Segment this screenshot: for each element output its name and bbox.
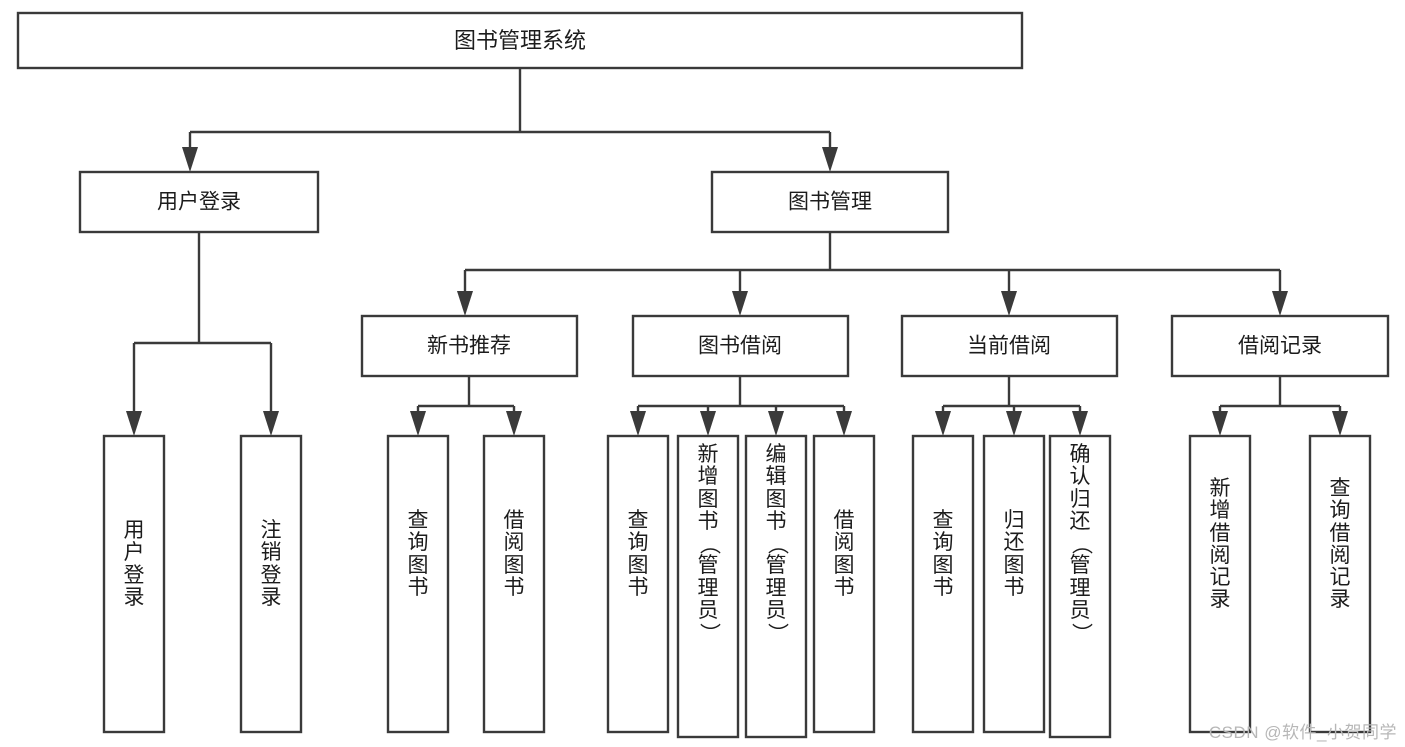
arrow-query-book-3 bbox=[935, 411, 951, 436]
node-book-manage-box bbox=[710, 170, 950, 234]
leaf-query-book-2-box[interactable] bbox=[606, 434, 670, 734]
node-borrow-record[interactable]: 借阅记录 bbox=[1170, 314, 1390, 378]
node-user-login-label: 用户登录 bbox=[157, 191, 241, 214]
node-book-manage[interactable]: 图书管理 bbox=[710, 170, 950, 234]
leaf-query-book-3-box[interactable] bbox=[911, 434, 975, 734]
arrow-query-record bbox=[1332, 411, 1348, 436]
connector-borrow-record-to-leaves bbox=[1212, 376, 1348, 436]
node-user-login[interactable]: 用户登录 bbox=[78, 170, 320, 234]
arrow-book-manage bbox=[822, 147, 838, 172]
node-current-borrow-box bbox=[900, 314, 1119, 378]
connector-user-login-to-leaves bbox=[126, 232, 279, 436]
arrow-edit-book bbox=[768, 411, 784, 436]
arrow-return-book bbox=[1006, 411, 1022, 436]
leaf-edit-book-box[interactable] bbox=[744, 434, 808, 739]
node-borrow-record-label: 借阅记录 bbox=[1238, 335, 1322, 358]
csdn-watermark: CSDN @软件_小贺同学 bbox=[1208, 723, 1397, 742]
leaf-return-book-box[interactable] bbox=[982, 434, 1046, 734]
arrow-borrow-record bbox=[1272, 291, 1288, 316]
leaf-logout-box[interactable] bbox=[239, 434, 303, 734]
arrow-borrow-book-2 bbox=[836, 411, 852, 436]
leaf-borrow-book-1-box[interactable] bbox=[482, 434, 546, 734]
node-book-borrow-box bbox=[631, 314, 850, 378]
leaf-confirm-return-box[interactable] bbox=[1048, 434, 1112, 739]
node-borrow-record-box bbox=[1170, 314, 1390, 378]
node-new-book-rec-label: 新书推荐 bbox=[427, 335, 511, 358]
arrow-query-book-1 bbox=[410, 411, 426, 436]
leaf-add-record-box[interactable] bbox=[1188, 434, 1252, 734]
arrow-query-book-2 bbox=[630, 411, 646, 436]
arrow-current-borrow bbox=[1001, 291, 1017, 316]
arrow-add-book bbox=[700, 411, 716, 436]
arrow-leaf-user-login bbox=[126, 411, 142, 436]
node-new-book-rec[interactable]: 新书推荐 bbox=[360, 314, 579, 378]
arrow-new-book-rec bbox=[457, 291, 473, 316]
leaf-borrow-book-2-box[interactable] bbox=[812, 434, 876, 734]
node-root-label: 图书管理系统 bbox=[454, 28, 586, 53]
leaf-query-record-box[interactable] bbox=[1308, 434, 1372, 734]
connector-book-borrow-to-leaves bbox=[630, 376, 852, 436]
node-current-borrow[interactable]: 当前借阅 bbox=[900, 314, 1119, 378]
connector-current-borrow-to-leaves bbox=[935, 376, 1088, 436]
node-root[interactable]: 图书管理系统 bbox=[16, 11, 1024, 70]
leaf-boxes bbox=[102, 434, 1372, 739]
arrow-borrow-book-1 bbox=[506, 411, 522, 436]
connector-book-manage-to-level3 bbox=[457, 232, 1288, 316]
arrow-confirm-return bbox=[1072, 411, 1088, 436]
connector-new-book-rec-to-leaves bbox=[410, 376, 522, 436]
connector-root-to-level2 bbox=[182, 68, 838, 172]
arrow-user-login bbox=[182, 147, 198, 172]
node-new-book-rec-box bbox=[360, 314, 579, 378]
node-book-borrow-label: 图书借阅 bbox=[698, 335, 782, 358]
node-current-borrow-label: 当前借阅 bbox=[967, 335, 1051, 358]
arrow-add-record bbox=[1212, 411, 1228, 436]
leaf-query-book-1-box[interactable] bbox=[386, 434, 450, 734]
leaf-user-login-box[interactable] bbox=[102, 434, 166, 734]
node-book-borrow[interactable]: 图书借阅 bbox=[631, 314, 850, 378]
arrow-leaf-logout bbox=[263, 411, 279, 436]
arrow-book-borrow bbox=[732, 291, 748, 316]
node-book-manage-label: 图书管理 bbox=[788, 191, 872, 214]
node-root-box bbox=[16, 11, 1024, 70]
leaf-add-book-box[interactable] bbox=[676, 434, 740, 739]
